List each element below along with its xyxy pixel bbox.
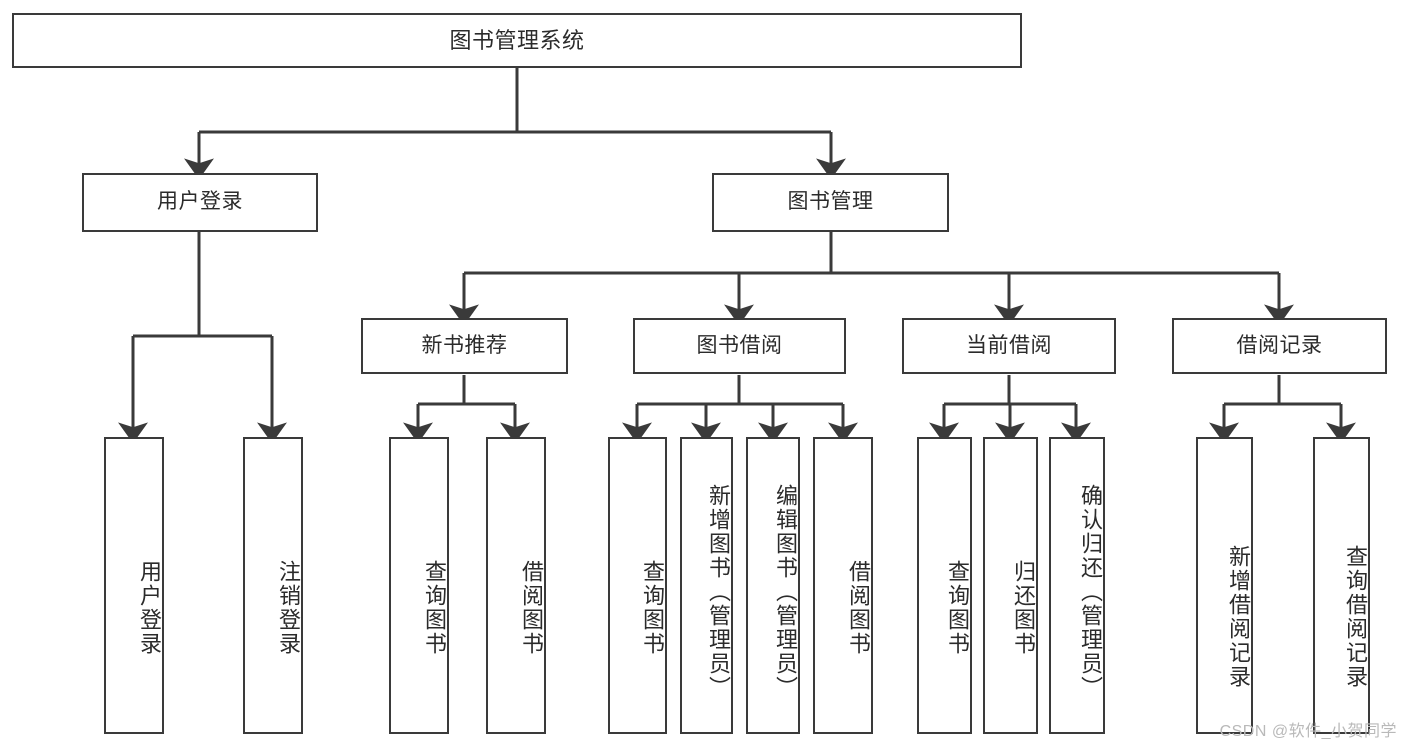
node-new-book-recommend[interactable]: 新书推荐	[361, 318, 568, 374]
node-current-borrow[interactable]: 当前借阅	[902, 318, 1116, 374]
node-label: 借阅记录	[1236, 333, 1323, 357]
leaf-confirm-return[interactable]: 确认归还（管理员）	[1049, 437, 1105, 734]
leaf-query-book-2[interactable]: 查询图书	[608, 437, 667, 734]
leaf-logout-login[interactable]: 注销登录	[243, 437, 303, 734]
leaf-borrow-book-2[interactable]: 借阅图书	[813, 437, 873, 734]
node-label: 查询图书	[945, 559, 970, 656]
csdn-watermark: CSDN @软件_小贺同学	[1219, 723, 1397, 740]
node-label: 图书管理系统	[449, 27, 585, 53]
node-label: 归还图书	[1011, 559, 1036, 656]
node-label: 当前借阅	[966, 333, 1052, 357]
node-label: 新书推荐	[421, 333, 508, 357]
node-user-login[interactable]: 用户登录	[82, 173, 318, 232]
node-label: 注销登录	[276, 559, 301, 656]
leaf-add-record[interactable]: 新增借阅记录	[1196, 437, 1253, 734]
node-label: 查询借阅记录	[1343, 544, 1368, 689]
node-label: 查询图书	[640, 559, 665, 656]
node-label: 新增图书（管理员）	[706, 483, 731, 700]
node-label: 图书借阅	[696, 333, 783, 357]
node-label: 确认归还（管理员）	[1078, 483, 1103, 700]
leaf-query-record[interactable]: 查询借阅记录	[1313, 437, 1370, 734]
leaf-return-book[interactable]: 归还图书	[983, 437, 1038, 734]
node-label: 借阅图书	[519, 559, 544, 656]
leaf-query-book-3[interactable]: 查询图书	[917, 437, 972, 734]
leaf-user-login[interactable]: 用户登录	[104, 437, 164, 734]
node-label: 用户登录	[157, 190, 243, 214]
node-label: 编辑图书（管理员）	[773, 483, 798, 700]
leaf-borrow-book-1[interactable]: 借阅图书	[486, 437, 546, 734]
node-book-manage[interactable]: 图书管理	[712, 173, 949, 232]
node-label: 新增借阅记录	[1226, 544, 1251, 689]
node-label: 借阅图书	[846, 559, 871, 656]
node-label: 用户登录	[137, 559, 162, 656]
leaf-query-book-1[interactable]: 查询图书	[389, 437, 449, 734]
node-book-borrow[interactable]: 图书借阅	[633, 318, 846, 374]
node-label: 查询图书	[422, 559, 447, 656]
node-root-book-management-system[interactable]: 图书管理系统	[12, 13, 1022, 68]
node-borrow-record[interactable]: 借阅记录	[1172, 318, 1387, 374]
node-label: 图书管理	[787, 190, 874, 214]
leaf-add-book[interactable]: 新增图书（管理员）	[680, 437, 733, 734]
leaf-edit-book[interactable]: 编辑图书（管理员）	[746, 437, 800, 734]
